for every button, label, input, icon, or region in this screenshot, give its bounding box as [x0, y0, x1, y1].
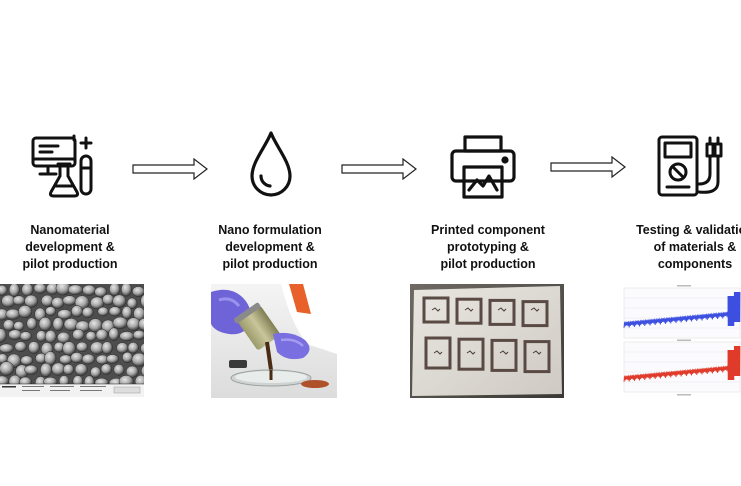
- printed-circuit-sheet: [410, 284, 564, 398]
- sem-nanoparticle-micrograph: [0, 284, 144, 397]
- stage-4-line-3: components: [657, 257, 733, 271]
- printer-icon: [449, 134, 517, 200]
- lab-computer-flask-icon: [30, 134, 100, 200]
- stage-2-line-1: Nano formulation: [218, 223, 322, 237]
- stage-3-label: Printed component prototyping & pilot pr…: [413, 222, 563, 273]
- test-signal-plots: [621, 284, 741, 398]
- stage-3-line-2: prototyping &: [447, 240, 529, 254]
- stage-2-label: Nano formulation development & pilot pro…: [200, 222, 340, 273]
- stage-2-line-3: pilot production: [222, 257, 318, 271]
- stage-4-label: Testing & validation of materials & comp…: [620, 222, 741, 273]
- flow-arrow-3: [550, 156, 626, 178]
- stage-1-label: Nanomaterial development & pilot product…: [0, 222, 140, 273]
- stage-3-line-3: pilot production: [440, 257, 536, 271]
- stage-4-line-1: Testing & validation: [636, 223, 741, 237]
- stage-1-line-2: development &: [25, 240, 115, 254]
- stage-2-line-2: development &: [225, 240, 315, 254]
- stage-4-line-2: of materials &: [653, 240, 737, 254]
- multimeter-icon: [655, 134, 725, 200]
- flow-arrow-1: [132, 158, 208, 180]
- gloved-hands-pouring-ink: [211, 284, 337, 398]
- droplet-icon: [248, 130, 294, 200]
- stage-3-line-1: Printed component: [431, 223, 545, 237]
- stage-1-line-3: pilot production: [22, 257, 118, 271]
- flow-arrow-2: [341, 158, 417, 180]
- stage-1-line-1: Nanomaterial: [30, 223, 110, 237]
